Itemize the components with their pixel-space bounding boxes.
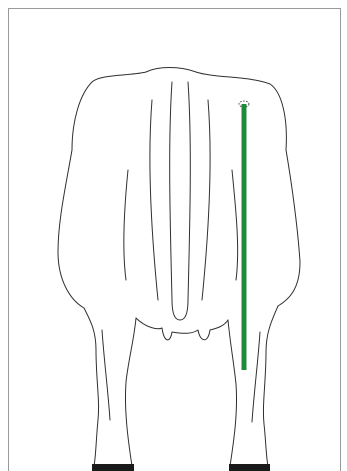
right-thigh-contour	[232, 170, 238, 280]
left-hind-leg-inner	[125, 318, 136, 466]
right-hock-line	[252, 332, 260, 422]
tail	[170, 82, 191, 320]
left-thigh-contour	[124, 170, 128, 280]
right-hoof	[229, 464, 270, 471]
cow-rear-view	[58, 68, 300, 471]
left-hoof	[92, 464, 134, 471]
left-hind-leg	[84, 308, 99, 466]
body-outline	[92, 68, 300, 307]
right-hind-leg-inner	[228, 320, 237, 466]
left-inner-line	[150, 100, 158, 300]
right-inner-line	[202, 100, 210, 300]
right-hind-leg	[263, 306, 278, 466]
left-hock-line	[102, 330, 110, 420]
udder	[136, 318, 228, 340]
body-outline-left	[58, 82, 92, 308]
